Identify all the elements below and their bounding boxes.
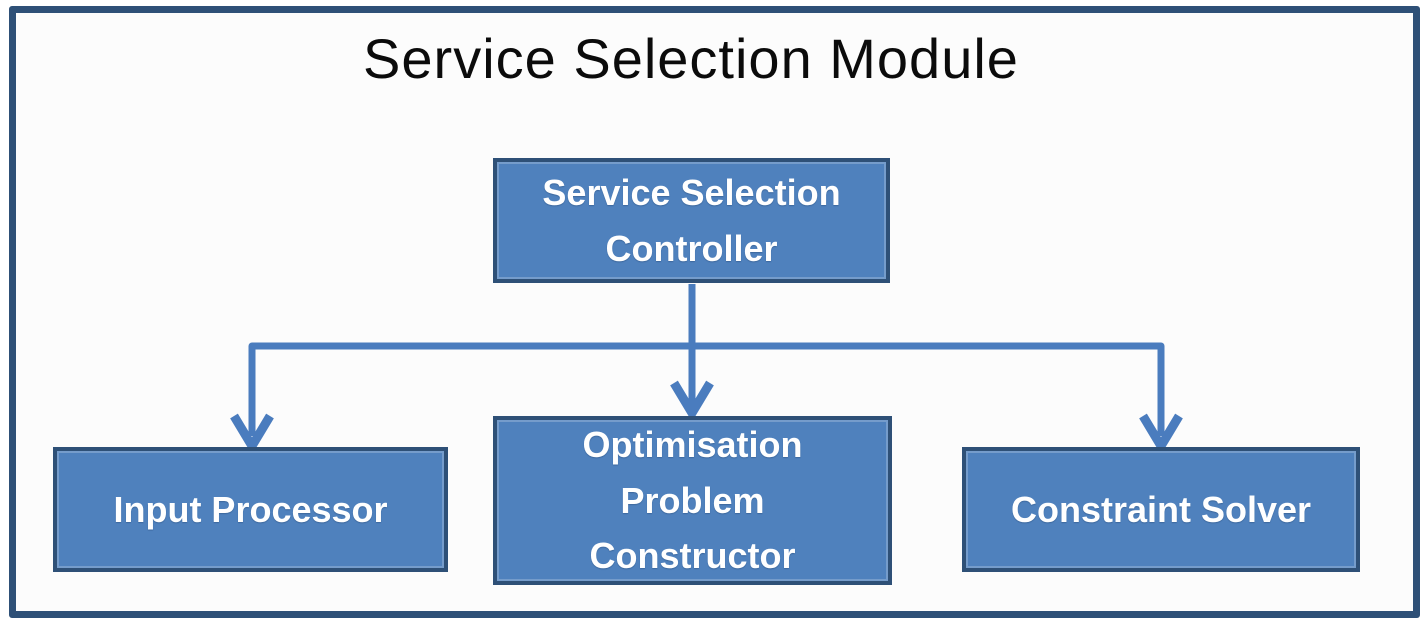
node-service-selection-controller: Service Selection Controller	[493, 158, 890, 283]
node-label-service-selection-controller: Service Selection Controller	[542, 171, 841, 269]
node-constraint-solver: Constraint Solver	[962, 447, 1360, 572]
node-input-processor: Input Processor	[53, 447, 448, 572]
node-label-constraint-solver: Constraint Solver	[1010, 488, 1312, 530]
node-optimisation-problem-constructor: Optimisation Problem Constructor	[493, 416, 892, 585]
diagram-title: Service Selection Module	[363, 27, 1019, 90]
node-label-optimisation-problem-constructor: Optimisation Problem Constructor	[582, 423, 803, 577]
node-label-input-processor: Input Processor	[113, 488, 388, 530]
